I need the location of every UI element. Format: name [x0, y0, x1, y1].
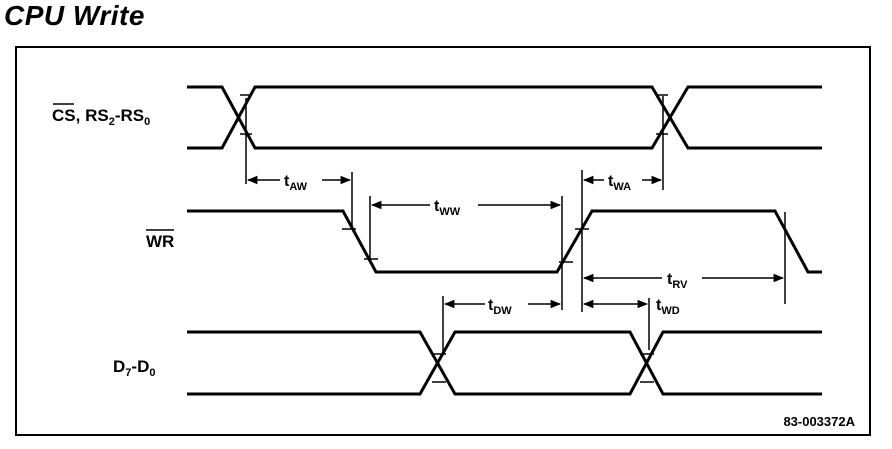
timing-label-twa: tWA: [608, 173, 631, 193]
page-title: CPU Write: [4, 0, 145, 31]
cs-waveform: [187, 85, 822, 150]
signal-label-data: D7-D0: [113, 357, 155, 379]
timing-label-trv: tRV: [667, 271, 688, 291]
figure-id: 83-003372A: [783, 414, 855, 429]
wr-waveform: [187, 209, 822, 274]
cs-crossing-ticks: [240, 94, 668, 135]
reference-lines: [245, 96, 786, 352]
timing-label-taw: tAW: [284, 173, 308, 193]
timing-arrows: [246, 175, 785, 309]
timing-label-tdw: tDW: [488, 297, 512, 317]
data-crossing-ticks: [432, 353, 654, 383]
timing-label-tww: tWW: [434, 198, 461, 218]
signal-label-wr: WR: [146, 232, 174, 251]
data-waveform: [187, 330, 822, 396]
wr-edge-ticks: [342, 228, 589, 263]
signal-label-cs: CS, RS2-RS0: [52, 106, 150, 128]
diagram-frame: [15, 46, 871, 436]
timing-label-twd: tWD: [656, 297, 680, 317]
